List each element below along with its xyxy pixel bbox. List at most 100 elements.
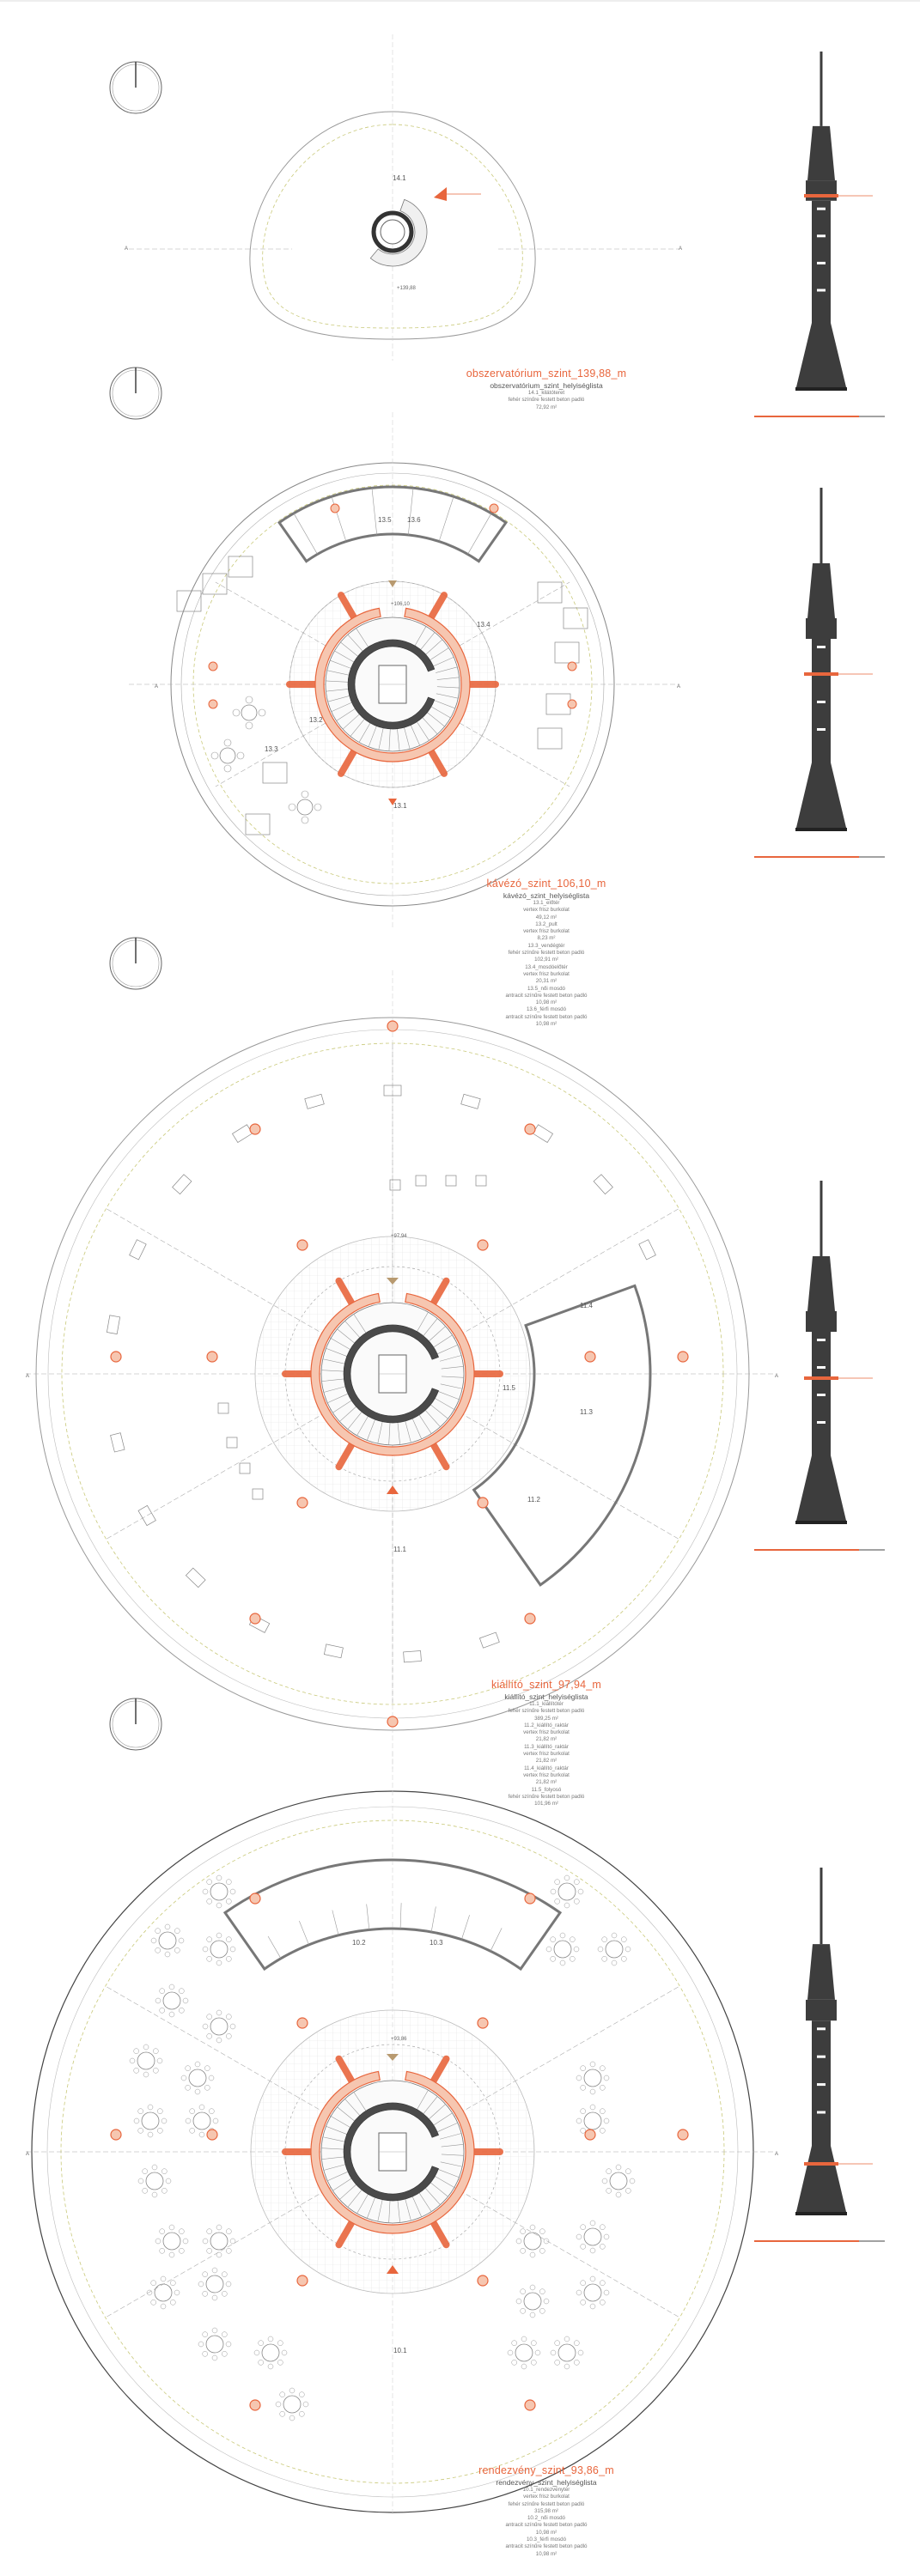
stair-tread — [378, 727, 384, 750]
tower-plinth — [795, 387, 847, 391]
round-table — [553, 1940, 572, 1959]
chair — [202, 2238, 209, 2245]
chair — [226, 2228, 232, 2234]
room-list-line: 21,82 m² — [535, 1779, 557, 1786]
chair — [603, 2289, 610, 2296]
stair-tread — [323, 1386, 346, 1393]
chair — [226, 2014, 232, 2020]
column — [110, 2129, 122, 2141]
tower-window — [817, 234, 826, 238]
room-label-13-3: 13.3 — [265, 745, 278, 753]
restroom-partition — [331, 496, 347, 542]
stair-tread — [414, 626, 427, 647]
chair — [580, 2244, 586, 2250]
stair-tread — [434, 700, 455, 709]
chair — [194, 2061, 201, 2068]
chair — [529, 2224, 536, 2231]
chair — [223, 738, 232, 747]
column — [524, 1123, 536, 1135]
round-table — [241, 704, 258, 721]
event-caption: rendezvény_szint_93,86_m rendezvény_szin… — [417, 2464, 675, 2558]
column — [296, 1497, 308, 1509]
chair — [229, 2023, 236, 2030]
chair — [161, 2168, 168, 2174]
exhibit-panel — [478, 1631, 500, 1649]
chair — [185, 2117, 192, 2124]
chair — [137, 2128, 143, 2134]
chair — [202, 2023, 209, 2030]
cafe-table-set — [537, 581, 563, 604]
stair-tread — [356, 628, 369, 647]
chair — [226, 1879, 232, 1885]
chair — [232, 708, 241, 717]
chair — [129, 2057, 136, 2064]
exhibit-panel — [403, 1650, 422, 1663]
chair — [179, 2228, 185, 2234]
indicator-triangle-top — [387, 1278, 399, 1285]
chair — [210, 751, 219, 760]
stair-tread — [344, 2099, 361, 2116]
room-label-11-1: 11.1 — [393, 1546, 406, 1553]
event-subtitle: rendezvény_szint_helyiséglista — [496, 2478, 597, 2487]
chair — [133, 2117, 140, 2124]
tower-window — [817, 1366, 826, 1369]
tower-elevations-layer — [754, 52, 885, 2242]
north-indicator-triangle — [434, 187, 447, 201]
stair-tread — [436, 2122, 458, 2133]
chair — [543, 2238, 550, 2245]
room-list-line: 10,98 m² — [535, 1021, 557, 1028]
chair — [600, 2300, 606, 2306]
round-table — [210, 2232, 228, 2251]
chair — [589, 2275, 596, 2282]
stair-tread — [347, 634, 363, 652]
room-list-line: 10,98 m² — [535, 2550, 557, 2557]
chair — [194, 2088, 201, 2095]
stair-tread — [366, 2197, 375, 2219]
indicator-triangle-top — [387, 2054, 399, 2061]
chair — [165, 2178, 172, 2184]
chair — [212, 2117, 219, 2124]
chair — [289, 2415, 295, 2421]
stair-tread — [436, 686, 460, 689]
chair — [236, 751, 245, 760]
exhibit-panel — [593, 1174, 613, 1195]
column — [208, 661, 218, 671]
chair — [156, 2057, 163, 2064]
stair-tread — [436, 677, 460, 680]
round-table — [557, 1882, 576, 1901]
chair — [180, 2075, 187, 2081]
chair — [151, 2164, 158, 2171]
round-table — [137, 2051, 155, 2070]
stair-tread — [332, 2178, 352, 2191]
column — [387, 1020, 399, 1032]
chair — [168, 2011, 175, 2018]
indicator-triangle — [387, 2265, 399, 2274]
chair — [529, 2284, 536, 2291]
round-table — [605, 1940, 624, 1959]
chair — [174, 1928, 180, 1934]
chair — [185, 2065, 191, 2071]
chair — [515, 2238, 522, 2245]
column — [524, 2399, 536, 2411]
stair-tread — [350, 719, 365, 737]
room-list-line: 10.1_rendezvénytér — [522, 2487, 570, 2493]
chair — [178, 1937, 185, 1944]
tower-window — [817, 646, 826, 648]
chair — [160, 2275, 167, 2282]
room-list-line: antracit színűre festett beton padló — [505, 2522, 588, 2529]
cafe-table-set — [554, 641, 580, 664]
chair — [539, 2228, 545, 2234]
stair-tread — [417, 1311, 429, 1332]
round-table — [261, 2343, 280, 2362]
stair-tread — [411, 1418, 423, 1439]
chair — [225, 2281, 232, 2287]
stair-tread — [340, 641, 358, 657]
room-list-line: 389,25 m² — [534, 1715, 558, 1722]
chair — [202, 2291, 208, 2297]
chair — [153, 2068, 159, 2074]
chair — [222, 2291, 228, 2297]
chair — [211, 2327, 218, 2334]
chair — [226, 1899, 232, 1905]
stair-tread — [353, 2092, 367, 2111]
